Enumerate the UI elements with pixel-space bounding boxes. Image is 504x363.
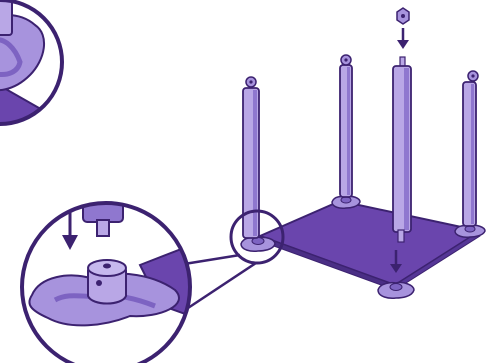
leg-front	[392, 56, 412, 243]
leg-back	[339, 54, 353, 198]
leg-cap	[396, 7, 410, 25]
leg-back-left	[242, 76, 260, 239]
leg-right	[462, 70, 479, 227]
zoom-callout-top	[0, 0, 64, 126]
zoom-callout-bottom	[20, 201, 192, 363]
foot-front	[377, 281, 415, 299]
highlight-circle	[229, 209, 285, 265]
base-plate	[259, 200, 481, 286]
foot-back	[331, 195, 361, 209]
foot-right	[454, 224, 486, 238]
arrow-down-cap	[397, 28, 409, 49]
arrow-down-foot	[390, 250, 402, 273]
foot-left	[240, 236, 276, 252]
